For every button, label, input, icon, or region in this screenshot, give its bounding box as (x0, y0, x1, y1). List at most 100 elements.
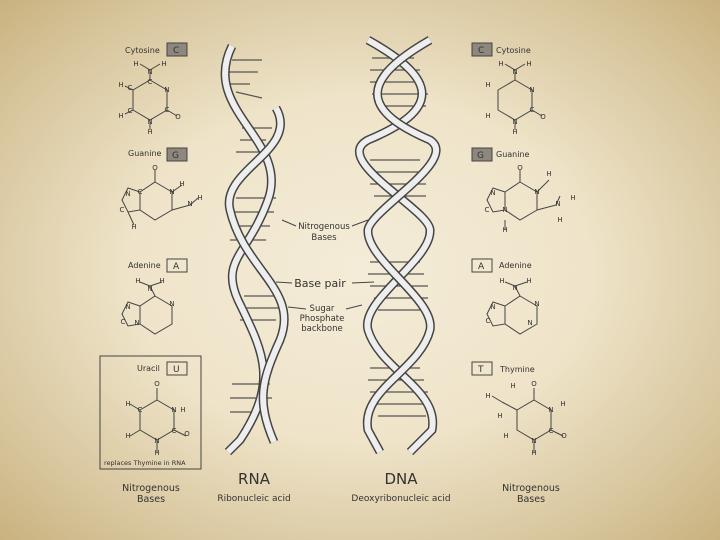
right-footer-line1: Nitrogenous (502, 483, 560, 494)
atom-C: C (128, 107, 133, 115)
atom-H: H (125, 432, 130, 440)
rna-helix: RNA Ribonucleic acid (217, 46, 290, 504)
atom-N: N (534, 300, 539, 308)
right-thymine-letter: T (477, 365, 484, 375)
right-cytosine-label: Cytosine (496, 46, 531, 55)
atom-C: C (486, 317, 491, 325)
atom-H: H (557, 216, 562, 224)
atom-N: N (171, 406, 176, 414)
left-guanine-letter: G (172, 151, 179, 161)
atom-H: H (499, 277, 504, 285)
left-adenine-label: Adenine (128, 261, 161, 270)
sugar-phosphate-line1: Sugar (310, 304, 335, 314)
atom-N: N (529, 86, 534, 94)
rna-subtitle: Ribonucleic acid (217, 494, 290, 504)
atom-H: H (485, 392, 490, 400)
atom-N: N (531, 437, 536, 445)
atom-H: H (135, 277, 140, 285)
atom-N: N (555, 200, 560, 208)
left-uracil-letter: U (173, 365, 180, 375)
left-uracil-label: Uracil (137, 364, 160, 373)
atom-O: O (540, 113, 546, 121)
atom-H: H (498, 60, 503, 68)
atom-H: H (531, 449, 536, 457)
center-nitrogenous-line2: Bases (311, 233, 337, 243)
atom-H: H (503, 432, 508, 440)
left-uracil-note: replaces Thymine in RNA (104, 459, 186, 467)
atom-C: C (165, 106, 170, 114)
atom-H: H (485, 81, 490, 89)
atom-C: C (128, 84, 133, 92)
right-guanine-structure (487, 170, 560, 230)
left-adenine-letter: A (173, 262, 180, 272)
right-guanine-label: Guanine (496, 150, 530, 159)
atom-C: C (138, 406, 143, 414)
atom-H: H (118, 112, 123, 120)
atom-O: O (184, 430, 190, 438)
center-labels: Nitrogenous Bases Base pair Sugar Phosph… (276, 220, 374, 334)
atom-O: O (154, 380, 160, 388)
left-footer-line1: Nitrogenous (122, 483, 180, 494)
atom-C: C (138, 188, 143, 196)
atom-H: H (118, 81, 123, 89)
atom-N: N (512, 118, 517, 126)
left-cytosine-label: Cytosine (125, 46, 160, 55)
dna-subtitle: Deoxyribonucleic acid (351, 494, 450, 504)
atom-N: N (154, 437, 159, 445)
right-adenine-letter: A (478, 262, 485, 272)
atom-O: O (561, 432, 567, 440)
atom-H: H (147, 128, 152, 136)
atom-H: H (133, 60, 138, 68)
atom-H: H (546, 170, 551, 178)
atom-N: N (147, 118, 152, 126)
atom-H: H (526, 60, 531, 68)
atom-O: O (152, 164, 158, 172)
atom-N: N (490, 303, 495, 311)
atom-H: H (497, 412, 502, 420)
atom-H: H (510, 382, 515, 390)
atom-C: C (549, 427, 554, 435)
atom-H: H (526, 277, 531, 285)
dna-title: DNA (384, 470, 418, 488)
left-guanine-structure (122, 170, 198, 225)
atom-N: N (490, 189, 495, 197)
atom-N: N (134, 319, 139, 327)
right-footer-line2: Bases (517, 494, 545, 505)
atom-N: N (187, 200, 192, 208)
atom-N: N (147, 68, 152, 76)
atom-H: H (161, 60, 166, 68)
atom-H: H (197, 194, 202, 202)
atom-O: O (175, 113, 181, 121)
atom-H: H (179, 180, 184, 188)
atom-N: N (147, 285, 152, 293)
right-cytosine-letter: C (478, 46, 484, 56)
center-nitrogenous-line1: Nitrogenous (298, 222, 350, 232)
atom-O: O (531, 380, 537, 388)
atom-N: N (527, 319, 532, 327)
atom-H: H (512, 128, 517, 136)
atom-N: N (164, 86, 169, 94)
left-cytosine-letter: C (173, 46, 179, 56)
atom-N: N (125, 303, 130, 311)
atom-C: C (148, 78, 153, 86)
atom-H: H (570, 194, 575, 202)
atom-H: H (154, 449, 159, 457)
atom-N: N (125, 190, 130, 198)
atom-H: H (125, 400, 130, 408)
atom-N: N (512, 68, 517, 76)
atom-N: N (169, 188, 174, 196)
base-pair-label: Base pair (294, 277, 346, 290)
atom-O: O (517, 164, 523, 172)
left-guanine-label: Guanine (128, 149, 162, 158)
atom-N: N (512, 284, 517, 292)
atom-N: N (534, 188, 539, 196)
atom-C: C (172, 427, 177, 435)
rna-title: RNA (238, 470, 271, 488)
left-footer-line2: Bases (137, 494, 165, 505)
right-guanine-letter: G (477, 151, 484, 161)
atom-H: H (560, 400, 565, 408)
atom-N: N (169, 300, 174, 308)
atom-H: H (180, 406, 185, 414)
dna-helix: DNA Deoxyribonucleic acid (351, 40, 450, 504)
